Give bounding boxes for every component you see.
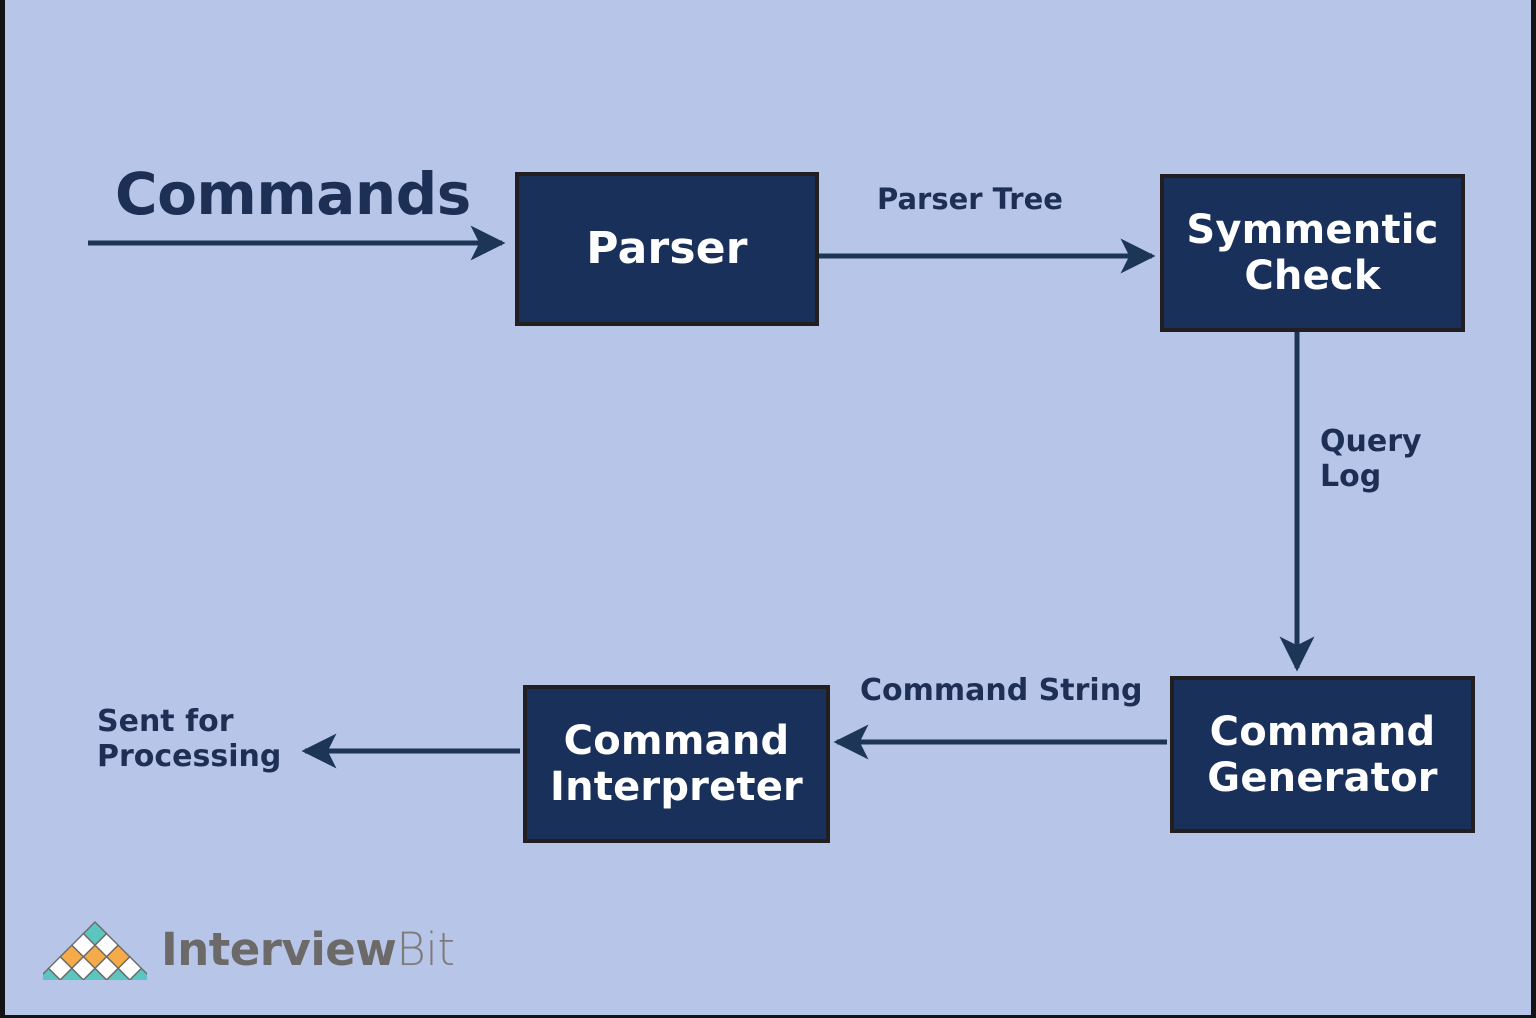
input-label-commands: Commands [115,160,471,228]
process-box-command-generator[interactable]: Command Generator [1170,676,1475,833]
edge-label-parser-tree: Parser Tree [877,182,1063,216]
logo-text-bit: Bit [396,922,455,976]
process-box-command-interpreter-label: Command Interpreter [549,718,803,810]
interviewbit-wordmark: InterviewBit [161,927,455,972]
logo-diamond [82,967,108,980]
edge-label-command-string: Command String [860,673,1143,708]
logo-diamond [128,967,147,980]
interviewbit-logo: InterviewBit [43,918,455,980]
logo-diamond [59,967,85,980]
process-box-symmentic-check-label: Symmentic Check [1186,207,1439,299]
process-box-parser[interactable]: Parser [515,172,819,326]
connector-layer [88,225,1315,769]
process-box-parser-label: Parser [586,222,748,274]
process-box-symmentic-check[interactable]: Symmentic Check [1160,174,1465,332]
edge-label-query-log: Query Log [1320,424,1422,495]
logo-text-interview: Interview [161,922,397,976]
process-box-command-interpreter[interactable]: Command Interpreter [523,685,830,843]
logo-diamond [43,967,62,980]
output-label-sent-for-processing: Sent for Processing [97,704,282,775]
logo-diamond [105,967,131,980]
interviewbit-diamond-pyramid-icon [43,921,147,980]
process-box-command-generator-label: Command Generator [1207,708,1438,801]
